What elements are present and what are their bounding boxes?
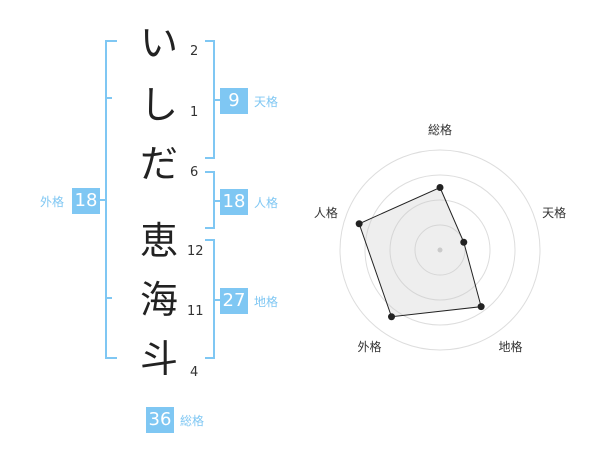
- radar-ring-2: [389, 199, 491, 301]
- stroke-count-4: 12: [187, 244, 204, 259]
- stroke-count-2: 1: [190, 105, 199, 120]
- jinkaku-badge: 18: [220, 189, 248, 215]
- stroke-count-5: 11: [187, 304, 204, 319]
- name-char-2: し: [139, 83, 178, 127]
- radar-ring-1: [414, 224, 466, 276]
- radar-center-dot: [437, 247, 443, 253]
- soukaku-label: 総格: [180, 414, 205, 428]
- jinkaku-label: 人格: [254, 196, 279, 210]
- gaikaku-label: 外格: [40, 195, 65, 209]
- radar-axis-label-1: 総格: [428, 122, 452, 137]
- soukaku-badge: 36: [146, 407, 174, 433]
- radar-point-1: [436, 184, 444, 191]
- radar-point-2: [460, 238, 468, 246]
- name-char-4: 恵: [139, 219, 178, 263]
- radar-ring-3: [364, 174, 516, 326]
- chikaku-badge: 27: [220, 288, 248, 314]
- jinkaku-bracket: [205, 171, 215, 229]
- gaikaku-badge: 18: [72, 188, 100, 214]
- radar-axis-label-4: 外格: [357, 339, 381, 354]
- kaku-brackets: [100, 40, 220, 359]
- name-char-5: 海: [139, 278, 178, 322]
- radar-ring-4: [339, 149, 541, 351]
- radar-axis-label-3: 地格: [499, 339, 523, 354]
- name-char-6: 斗: [139, 337, 178, 381]
- radar-point-4: [388, 313, 396, 321]
- tenkaku-bracket: [205, 40, 215, 159]
- radar-point-5: [355, 220, 363, 228]
- stroke-count-3: 6: [190, 165, 199, 180]
- radar-axis-label-2: 天格: [542, 205, 566, 220]
- tenkaku-label: 天格: [254, 95, 279, 109]
- radar-point-3: [477, 303, 485, 311]
- gaikaku-bracket-inner-ticks: [106, 97, 112, 299]
- chikaku-bracket: [205, 239, 215, 359]
- stroke-count-6: 4: [190, 365, 199, 380]
- radar-axis-label-5: 人格: [314, 205, 338, 220]
- name-char-3: だ: [139, 142, 178, 186]
- stroke-count-1: 2: [190, 44, 199, 59]
- tenkaku-badge: 9: [220, 88, 248, 114]
- name-char-1: い: [139, 21, 178, 65]
- radar-polygon: [358, 186, 482, 318]
- chikaku-label: 地格: [254, 295, 279, 309]
- gaikaku-bracket: [105, 40, 117, 359]
